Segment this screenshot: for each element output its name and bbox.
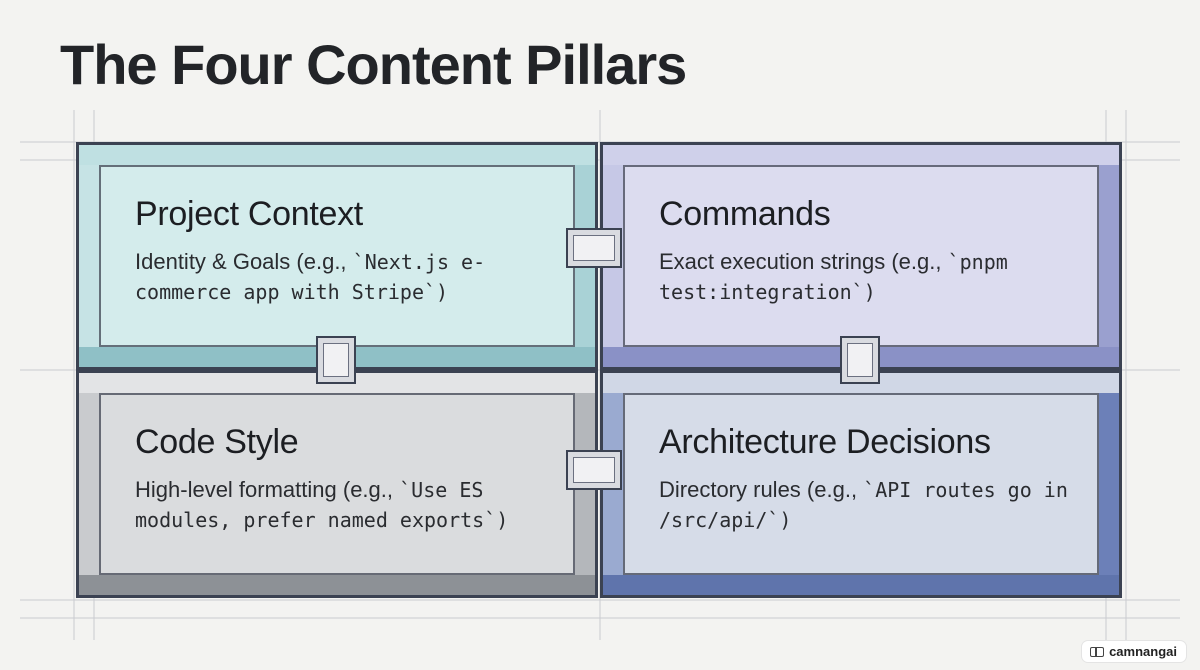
pillar-code-style: Code Style High-level formatting (e.g., … bbox=[76, 370, 598, 598]
pillar-architecture-decisions: Architecture Decisions Directory rules (… bbox=[600, 370, 1122, 598]
book-icon bbox=[1090, 647, 1105, 657]
connector-right-horizontal bbox=[840, 336, 880, 384]
watermark-badge: camnangai bbox=[1082, 641, 1186, 662]
pillar-title: Project Context bbox=[135, 195, 363, 233]
pillar-description: High-level formatting (e.g., `Use ES mod… bbox=[135, 477, 509, 532]
page-title: The Four Content Pillars bbox=[60, 33, 687, 96]
connector-top-vertical bbox=[566, 228, 622, 268]
pillar-title: Commands bbox=[659, 195, 831, 233]
pillar-title: Code Style bbox=[135, 423, 299, 461]
connector-left-horizontal bbox=[316, 336, 356, 384]
pillar-commands: Commands Exact execution strings (e.g., … bbox=[600, 142, 1122, 370]
connector-bottom-vertical bbox=[566, 450, 622, 490]
pillar-title: Architecture Decisions bbox=[659, 423, 991, 461]
pillar-description: Exact execution strings (e.g., `pnpm tes… bbox=[659, 249, 1008, 304]
pillar-description: Identity & Goals (e.g., `Next.js e-comme… bbox=[135, 249, 486, 304]
pillar-description: Directory rules (e.g., `API routes go in… bbox=[659, 477, 1068, 532]
